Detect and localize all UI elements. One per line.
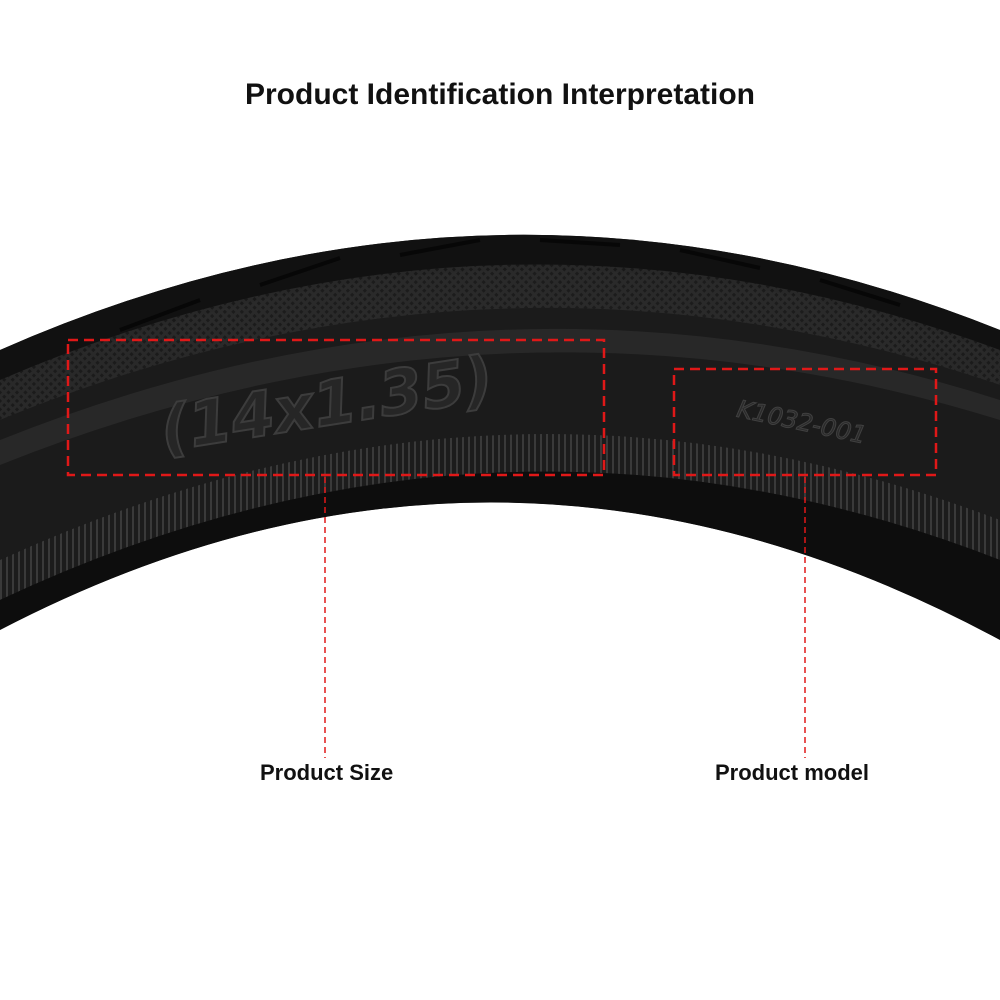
model-highlight-box xyxy=(672,367,938,477)
product-model-caption: Product model xyxy=(715,760,870,785)
product-size-caption: Product Size xyxy=(260,760,394,785)
page-title: Product Identification Interpretation xyxy=(244,78,755,111)
